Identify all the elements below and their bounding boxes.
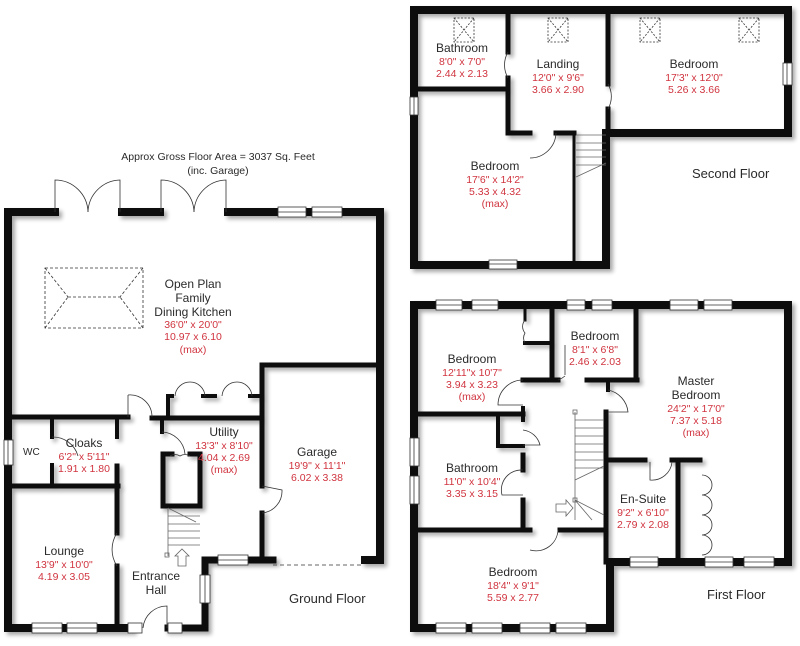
- gross-floor-area-note: (inc. Garage): [187, 165, 249, 178]
- room-name-line: Dining Kitchen: [154, 304, 232, 319]
- room-name: Bathroom: [445, 461, 499, 475]
- floor-title-first: First Floor: [707, 587, 766, 602]
- gross-floor-area-value: Approx Gross Floor Area = 3037 Sq. Feet: [121, 151, 315, 163]
- room-note: (max): [682, 426, 710, 439]
- room-imperial: 8'0" x 7'0": [439, 55, 485, 68]
- room-name: Landing: [536, 57, 580, 71]
- room-imperial: 9'2" x 6'10": [617, 506, 669, 519]
- floor-title-ground: Ground Floor: [289, 591, 366, 606]
- room-name-line: Open Plan: [164, 277, 222, 291]
- room-metric: 2.44 x 2.13: [436, 67, 488, 80]
- room-name: Bedroom: [447, 352, 497, 366]
- room-garage: Garage 19'9" x 11'1" 6.02 x 3.38: [288, 445, 346, 484]
- room-master-bedroom: Master Bedroom 24'2" x 17'0" 7.37 x 5.18…: [667, 374, 725, 439]
- room-name: Bedroom: [669, 57, 719, 71]
- room-name: Bedroom: [488, 565, 538, 579]
- room-note: (max): [179, 343, 207, 356]
- room-metric: 3.94 x 3.23: [446, 378, 498, 391]
- room-first-bedroom-front: Bedroom 18'4" x 9'1" 5.59 x 2.77: [487, 565, 539, 604]
- room-first-bedroom-two: Bedroom 12'11"x 10'7" 3.94 x 3.23 (max): [442, 352, 502, 403]
- room-second-landing: Landing 12'0" x 9'6" 3.66 x 2.90: [532, 57, 584, 96]
- room-name-line: Master: [677, 374, 715, 388]
- room-name-line: Entrance: [131, 569, 181, 583]
- room-second-bedroom-right: Bedroom 17'3" x 12'0" 5.26 x 3.66: [665, 57, 723, 96]
- room-name: Bathroom: [435, 41, 489, 55]
- room-metric: 5.26 x 3.66: [668, 83, 720, 96]
- room-en-suite: En-Suite 9'2" x 6'10" 2.79 x 2.08: [617, 492, 669, 531]
- room-name: Lounge: [43, 544, 85, 558]
- room-imperial: 17'6" x 14'2": [466, 173, 524, 186]
- room-first-bathroom: Bathroom 11'0" x 10'4" 3.35 x 3.15: [443, 461, 501, 500]
- room-metric: 5.59 x 2.77: [487, 591, 539, 604]
- second-floor-plan: [410, 6, 792, 269]
- floor-title-second: Second Floor: [692, 166, 770, 181]
- room-first-bedroom-small: Bedroom 8'1" x 6'8" 2.46 x 2.03: [569, 329, 621, 368]
- gross-floor-area: Approx Gross Floor Area = 3037 Sq. Feet …: [121, 150, 314, 178]
- room-name-line: Family: [175, 290, 211, 305]
- room-cloaks: Cloaks 6'2" x 5'11" 1.91 x 1.80: [58, 436, 110, 475]
- room-metric: 3.66 x 2.90: [532, 83, 584, 96]
- room-imperial: 18'4" x 9'1": [487, 579, 539, 592]
- room-metric: 4.19 x 3.05: [38, 570, 90, 583]
- room-imperial: 12'11"x 10'7": [442, 366, 502, 379]
- room-imperial: 19'9" x 11'1": [288, 459, 346, 472]
- room-imperial: 24'2" x 17'0": [667, 402, 725, 415]
- room-name: En-Suite: [619, 492, 667, 506]
- first-floor-plan: [410, 301, 792, 632]
- room-imperial: 12'0" x 9'6": [532, 71, 584, 84]
- second-floor-details: [409, 17, 793, 270]
- room-imperial: 11'0" x 10'4": [443, 475, 501, 488]
- room-metric: 1.91 x 1.80: [58, 462, 110, 475]
- room-name: Bedroom: [570, 329, 620, 343]
- room-note: (max): [481, 197, 509, 210]
- room-imperial: 13'3" x 8'10": [195, 439, 253, 452]
- room-note: (max): [210, 463, 238, 476]
- room-open-plan-kitchen: Open Plan Family Dining Kitchen 36'0" x …: [154, 277, 232, 356]
- room-name-line: Hall: [145, 582, 167, 597]
- room-metric: 7.37 x 5.18: [670, 414, 722, 427]
- room-imperial: 8'1" x 6'8": [572, 343, 618, 356]
- room-metric: 5.33 x 4.32: [469, 185, 521, 198]
- room-imperial: 6'2" x 5'11": [58, 450, 110, 463]
- room-second-bedroom-left: Bedroom 17'6" x 14'2" 5.33 x 4.32 (max): [466, 159, 524, 210]
- room-metric: 4.04 x 2.69: [198, 451, 250, 464]
- room-wc: WC: [23, 447, 40, 458]
- room-imperial: 17'3" x 12'0": [665, 71, 723, 84]
- room-name: Garage: [296, 445, 338, 459]
- room-metric: 2.46 x 2.03: [569, 355, 621, 368]
- room-utility: Utility 13'3" x 8'10" 4.04 x 2.69 (max): [195, 425, 253, 476]
- room-imperial: 13'9" x 10'0": [35, 558, 93, 571]
- room-note: (max): [458, 390, 486, 403]
- room-name-line: Bedroom: [671, 387, 721, 402]
- room-metric: 3.35 x 3.15: [446, 487, 498, 500]
- room-imperial: 36'0" x 20'0": [164, 319, 222, 332]
- room-name: Utility: [209, 425, 239, 439]
- room-name: Bedroom: [470, 159, 520, 173]
- ground-floor-details: [3, 179, 363, 634]
- room-metric: 6.02 x 3.38: [291, 471, 343, 484]
- room-second-bathroom: Bathroom 8'0" x 7'0" 2.44 x 2.13: [435, 41, 489, 80]
- room-metric: 2.79 x 2.08: [617, 518, 669, 531]
- room-lounge: Lounge 13'9" x 10'0" 4.19 x 3.05: [35, 544, 93, 583]
- room-name: Cloaks: [65, 436, 103, 450]
- room-metric: 10.97 x 6.10: [164, 331, 222, 344]
- room-entrance-hall: Entrance Hall: [131, 569, 181, 598]
- first-floor-details: [409, 299, 775, 634]
